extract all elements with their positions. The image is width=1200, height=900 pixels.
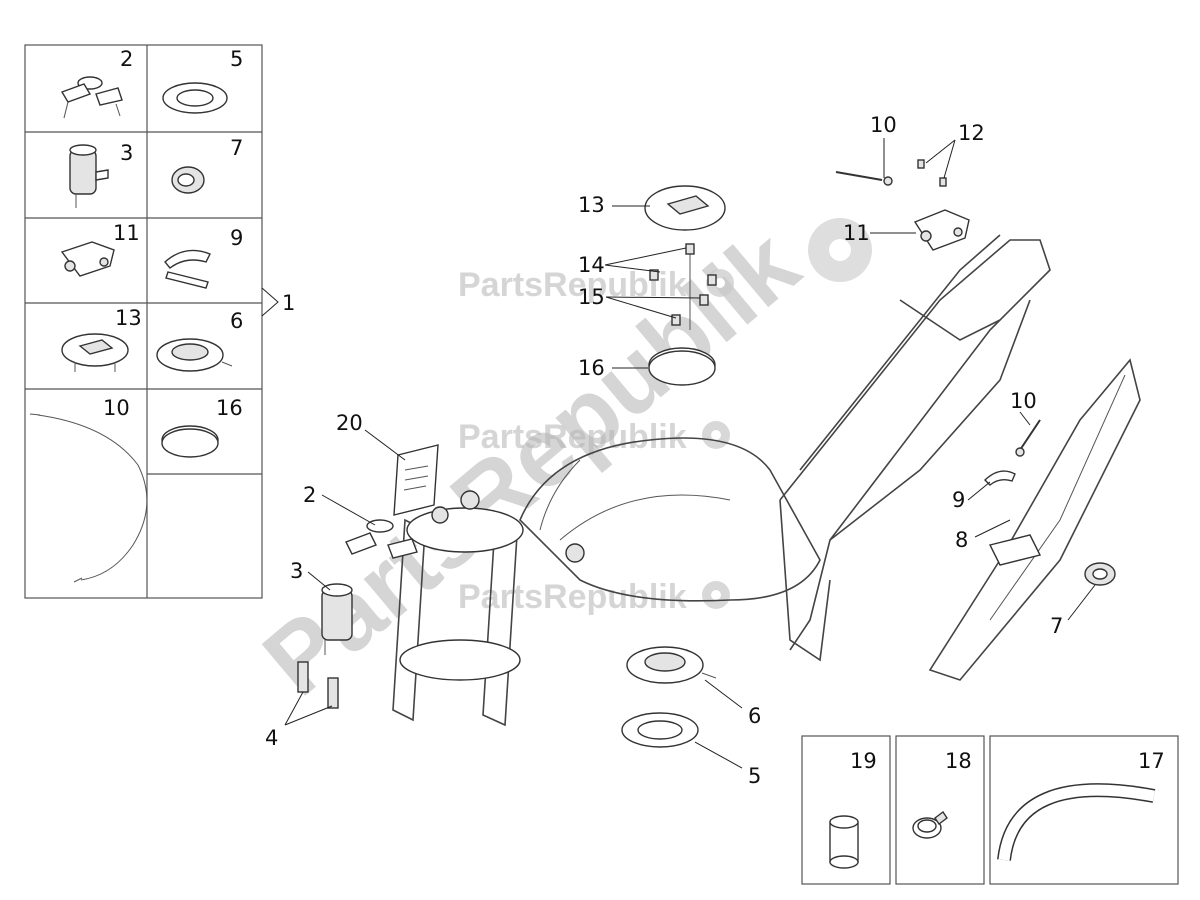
ring-plate-drawing [621,712,699,748]
callout-10-right: 10 [1010,389,1037,413]
main-frame-rail [779,239,1051,651]
clip-drawing [983,470,1016,486]
gear-icon [702,421,730,449]
callout-11: 11 [843,221,870,245]
callout-3: 3 [290,559,303,583]
kit-keys-drawing [60,76,123,119]
hose-clamp-drawing [912,810,948,839]
extras-panel: 19 18 17 [801,735,1179,885]
filler-flange-drawing [626,646,717,684]
side-panel-outline [928,358,1141,681]
callout-8: 8 [955,528,968,552]
watermark-row-3: PartsRepublik [458,578,687,616]
callout-16: 16 [578,356,605,380]
kit-lock-drawing [171,166,205,194]
extra-label-19: 19 [850,749,877,773]
kit-filler-cap-drawing [61,333,129,372]
gear-icon [702,581,730,609]
spacer-tube-drawing [829,815,859,869]
filler-cap-drawing [644,185,726,231]
callout-6: 6 [748,704,761,728]
seal-ring-drawing [648,347,716,386]
leader-lines [284,138,1096,769]
callout-20: 20 [336,411,363,435]
watermark-gear-icon-large [808,218,872,282]
callout-10-top: 10 [870,113,897,137]
callout-9: 9 [952,488,965,512]
callout-5: 5 [748,764,761,788]
kit-ignition-cylinder-drawing [69,144,109,208]
kit-clip-drawing [164,249,211,289]
kit-cell-label-3: 3 [120,141,133,165]
screws-12-drawing [917,159,947,187]
kit-cell-label-7: 7 [230,136,243,160]
callout-13: 13 [578,193,605,217]
callout-1: 1 [282,291,295,315]
kit-seal-ring-drawing [161,425,219,458]
kit-lock-mechanism-drawing [60,241,115,277]
kit-cable-drawing [29,413,148,583]
keys-drawing [345,519,418,559]
extra-label-18: 18 [945,749,972,773]
callout-labels: 10 12 13 11 14 15 16 20 2 3 4 6 5 10 9 8… [265,113,1063,788]
kit-cell-label-6: 6 [230,309,243,333]
extra-box-17 [989,735,1179,885]
hose-drawing [997,783,1156,861]
callout-12: 12 [958,121,985,145]
kit-cell-label-5: 5 [230,47,243,71]
cable-right-drawing [1015,419,1041,457]
watermark-row-2: PartsRepublik [458,418,687,456]
fuel-tank-outline [519,437,821,602]
extra-label-17: 17 [1138,749,1165,773]
extra-box-19 [801,735,891,885]
front-fork-drawing [392,490,585,727]
callout-4: 4 [265,726,278,750]
key-tag-drawing [393,444,439,516]
extra-box-18 [895,735,985,885]
kit-cell-label-13: 13 [115,306,142,330]
ignition-cylinder-drawing [321,583,353,655]
kit-cell-label-10: 10 [103,396,130,420]
callout-2: 2 [303,483,316,507]
kit-filler-flange-drawing [156,338,233,372]
lock-mechanism-drawing [913,209,970,251]
screws-14-15-drawing [649,243,717,330]
callout-14: 14 [578,253,605,277]
lock-drawing [1084,562,1116,586]
kit-panel: 1 2 5 3 7 11 9 13 6 10 16 [24,44,295,599]
kit-cell-label-11: 11 [113,221,140,245]
callout-7: 7 [1050,614,1063,638]
kit-ring-plate-drawing [162,82,228,114]
kit-cell-label-16: 16 [216,396,243,420]
callout-15: 15 [578,285,605,309]
kit-cell-label-2: 2 [120,47,133,71]
kit-cell-label-9: 9 [230,226,243,250]
bracket-drawing [988,534,1042,566]
cable-top-drawing [835,171,893,186]
kit-bracket [261,287,279,317]
frame-assembly-drawing [392,234,1141,727]
kit-panel-border [24,44,263,599]
